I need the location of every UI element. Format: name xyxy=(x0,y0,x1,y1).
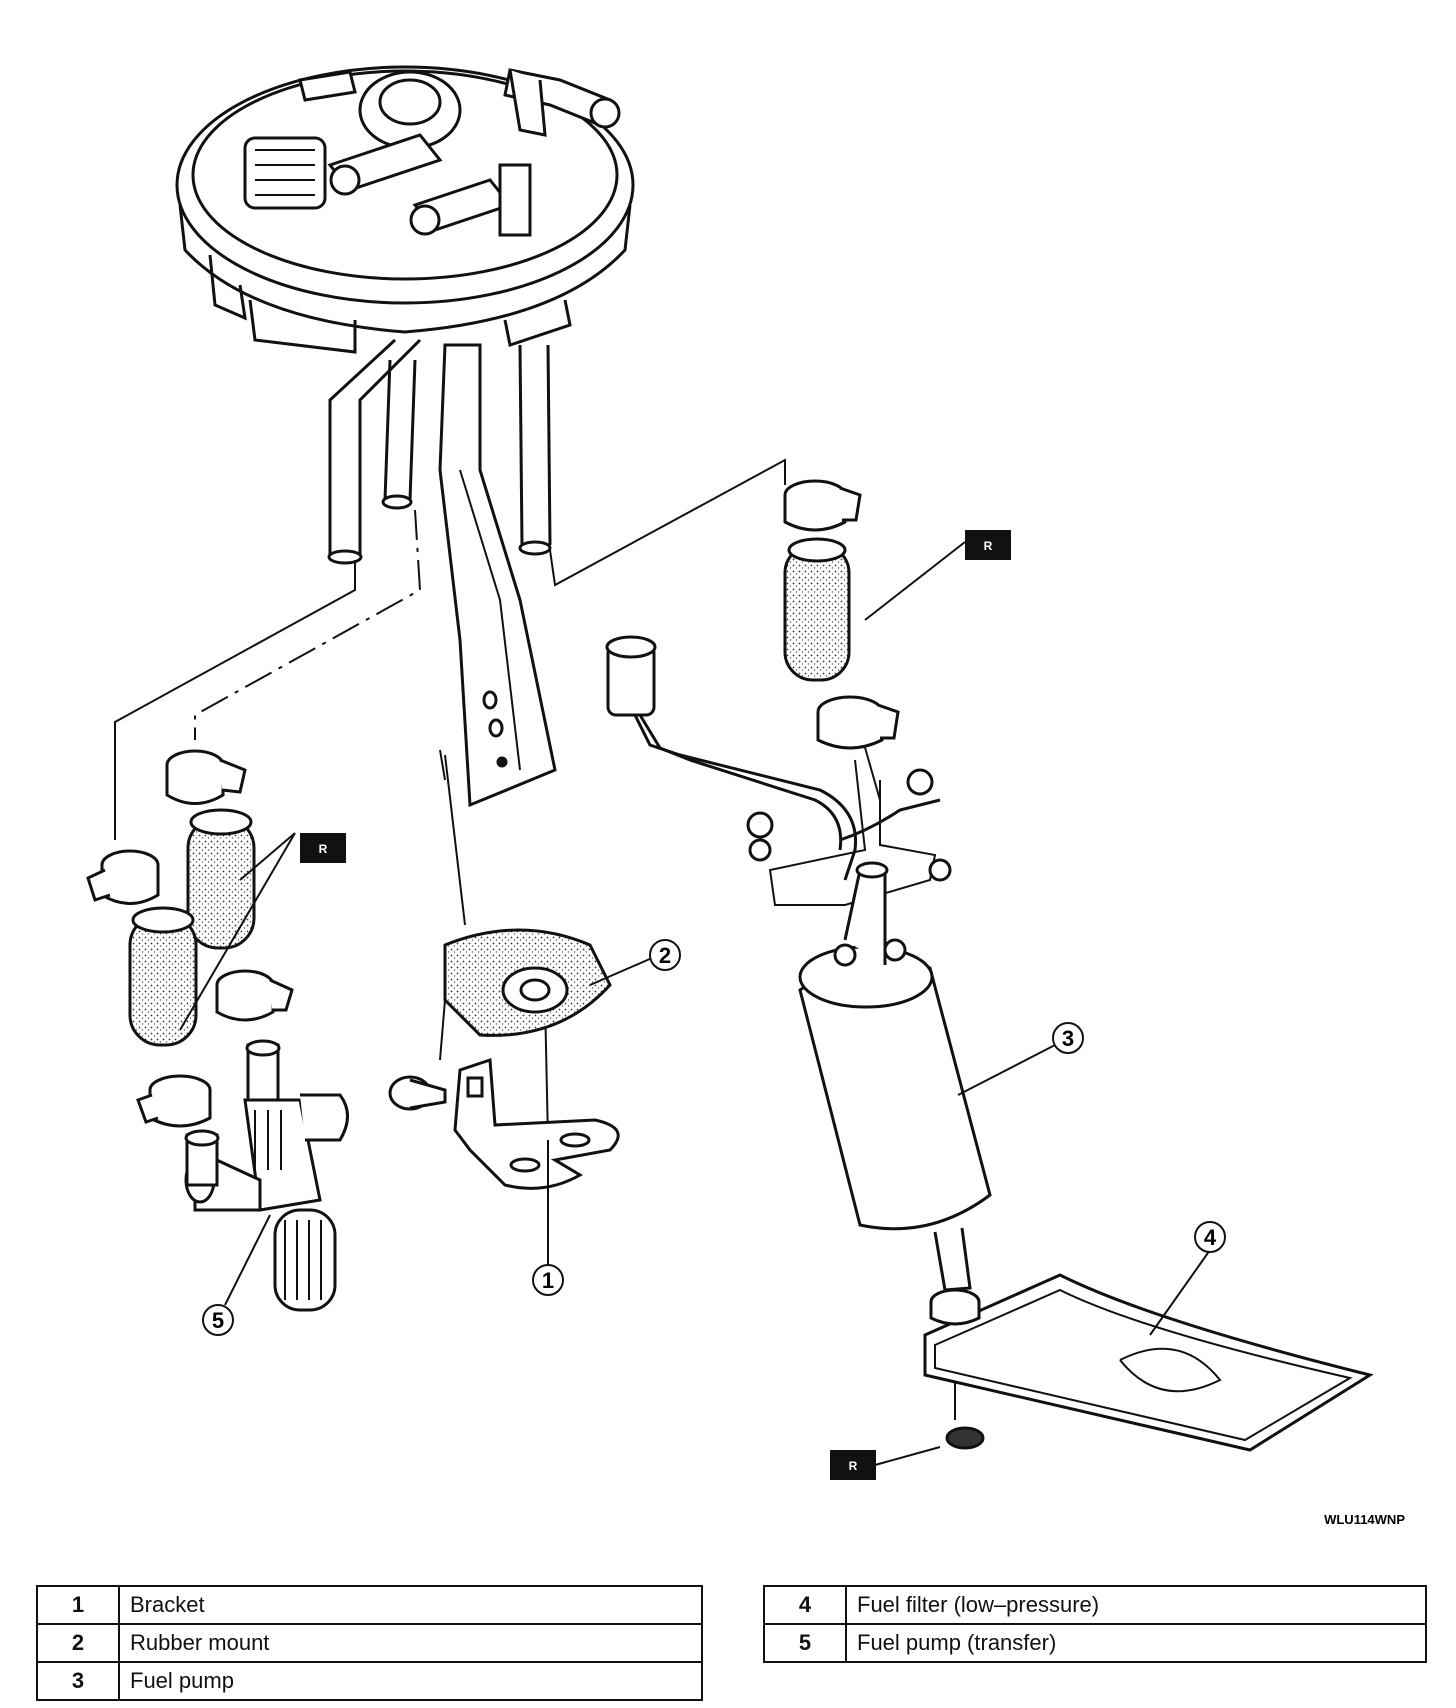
parts-legend-left: 1 Bracket 2 Rubber mount 3 Fuel pump xyxy=(36,1585,703,1701)
legend-row: 1 Bracket xyxy=(36,1585,703,1625)
fuel-filter xyxy=(923,1273,1374,1452)
callout-5: 5 xyxy=(202,1304,234,1336)
figure-code: WLU114WNP xyxy=(1324,1512,1405,1527)
legend-label: Fuel pump xyxy=(118,1661,703,1701)
callout-4: 4 xyxy=(1194,1221,1226,1253)
pump-connector-wiring xyxy=(605,635,952,882)
bracket xyxy=(388,1057,620,1190)
fuel-pump xyxy=(798,861,992,1292)
replace-badge-3: R xyxy=(830,1450,876,1480)
svg-text:R: R xyxy=(319,842,328,856)
legend-label: Fuel filter (low–pressure) xyxy=(845,1585,1427,1625)
svg-text:R: R xyxy=(984,539,993,553)
svg-text:1: 1 xyxy=(542,1268,554,1293)
svg-text:3: 3 xyxy=(1062,1026,1074,1051)
legend-row: 5 Fuel pump (transfer) xyxy=(763,1623,1427,1663)
svg-text:2: 2 xyxy=(659,943,671,968)
fuel-pump-unit-flange xyxy=(175,65,635,354)
legend-label: Rubber mount xyxy=(118,1623,703,1663)
replace-badge-2: R xyxy=(300,833,346,863)
svg-text:4: 4 xyxy=(1204,1225,1217,1250)
legend-row: 3 Fuel pump xyxy=(36,1661,703,1701)
legend-num: 2 xyxy=(36,1623,120,1663)
rubber-mount xyxy=(443,928,612,1037)
legend-num: 4 xyxy=(763,1585,847,1625)
svg-text:5: 5 xyxy=(212,1308,224,1333)
callout-1: 1 xyxy=(532,1264,564,1296)
parts-legend-right: 4 Fuel filter (low–pressure) 5 Fuel pump… xyxy=(763,1585,1427,1663)
legend-num: 1 xyxy=(36,1585,120,1625)
svg-text:R: R xyxy=(849,1459,858,1473)
transfer-pump xyxy=(184,1039,349,1312)
legend-num: 3 xyxy=(36,1661,120,1701)
legend-row: 4 Fuel filter (low–pressure) xyxy=(763,1585,1427,1625)
left-hoses xyxy=(128,808,256,1047)
legend-label: Bracket xyxy=(118,1585,703,1625)
legend-row: 2 Rubber mount xyxy=(36,1623,703,1663)
bracket-bar xyxy=(438,343,557,808)
legend-label: Fuel pump (transfer) xyxy=(845,1623,1427,1663)
callout-3: 3 xyxy=(1052,1022,1084,1054)
callout-2: 2 xyxy=(649,939,681,971)
replace-badge-1: R xyxy=(965,530,1011,560)
exploded-view-diagram: R R R 1 2 3 4 5 WLU114WNP xyxy=(86,65,1405,1527)
fuel-tubes xyxy=(327,338,552,565)
upper-right-hose xyxy=(783,479,900,750)
legend-num: 5 xyxy=(763,1623,847,1663)
leader-lines xyxy=(179,541,1211,1466)
left-hose-clamps xyxy=(86,749,294,1128)
